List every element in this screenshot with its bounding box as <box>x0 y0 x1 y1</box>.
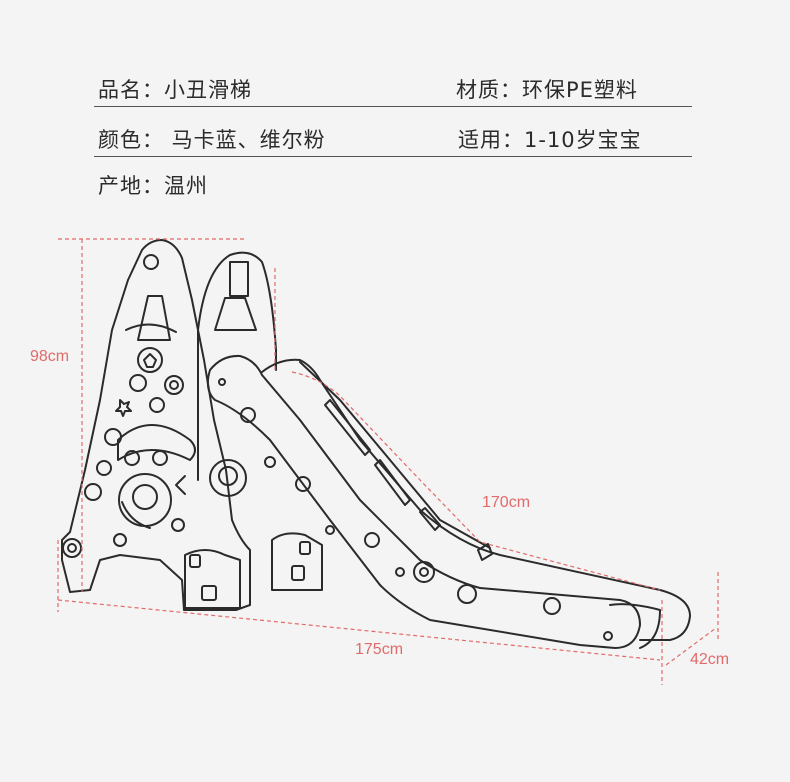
width-label: 42cm <box>690 651 730 668</box>
slide-length-label: 170cm <box>482 494 531 511</box>
total-length-label: 175cm <box>355 641 404 658</box>
divider-1 <box>94 106 692 107</box>
spec-name: 品名：小丑滑梯 <box>98 78 252 102</box>
spec-age: 适用：1-10岁宝宝 <box>458 128 642 152</box>
spec-origin: 产地：温州 <box>98 174 208 198</box>
spec-material: 材质：环保PE塑料 <box>456 78 638 102</box>
divider-2 <box>94 156 692 157</box>
height-label: 98cm <box>30 348 70 365</box>
spec-color: 颜色： 马卡蓝、维尔粉 <box>98 128 326 152</box>
